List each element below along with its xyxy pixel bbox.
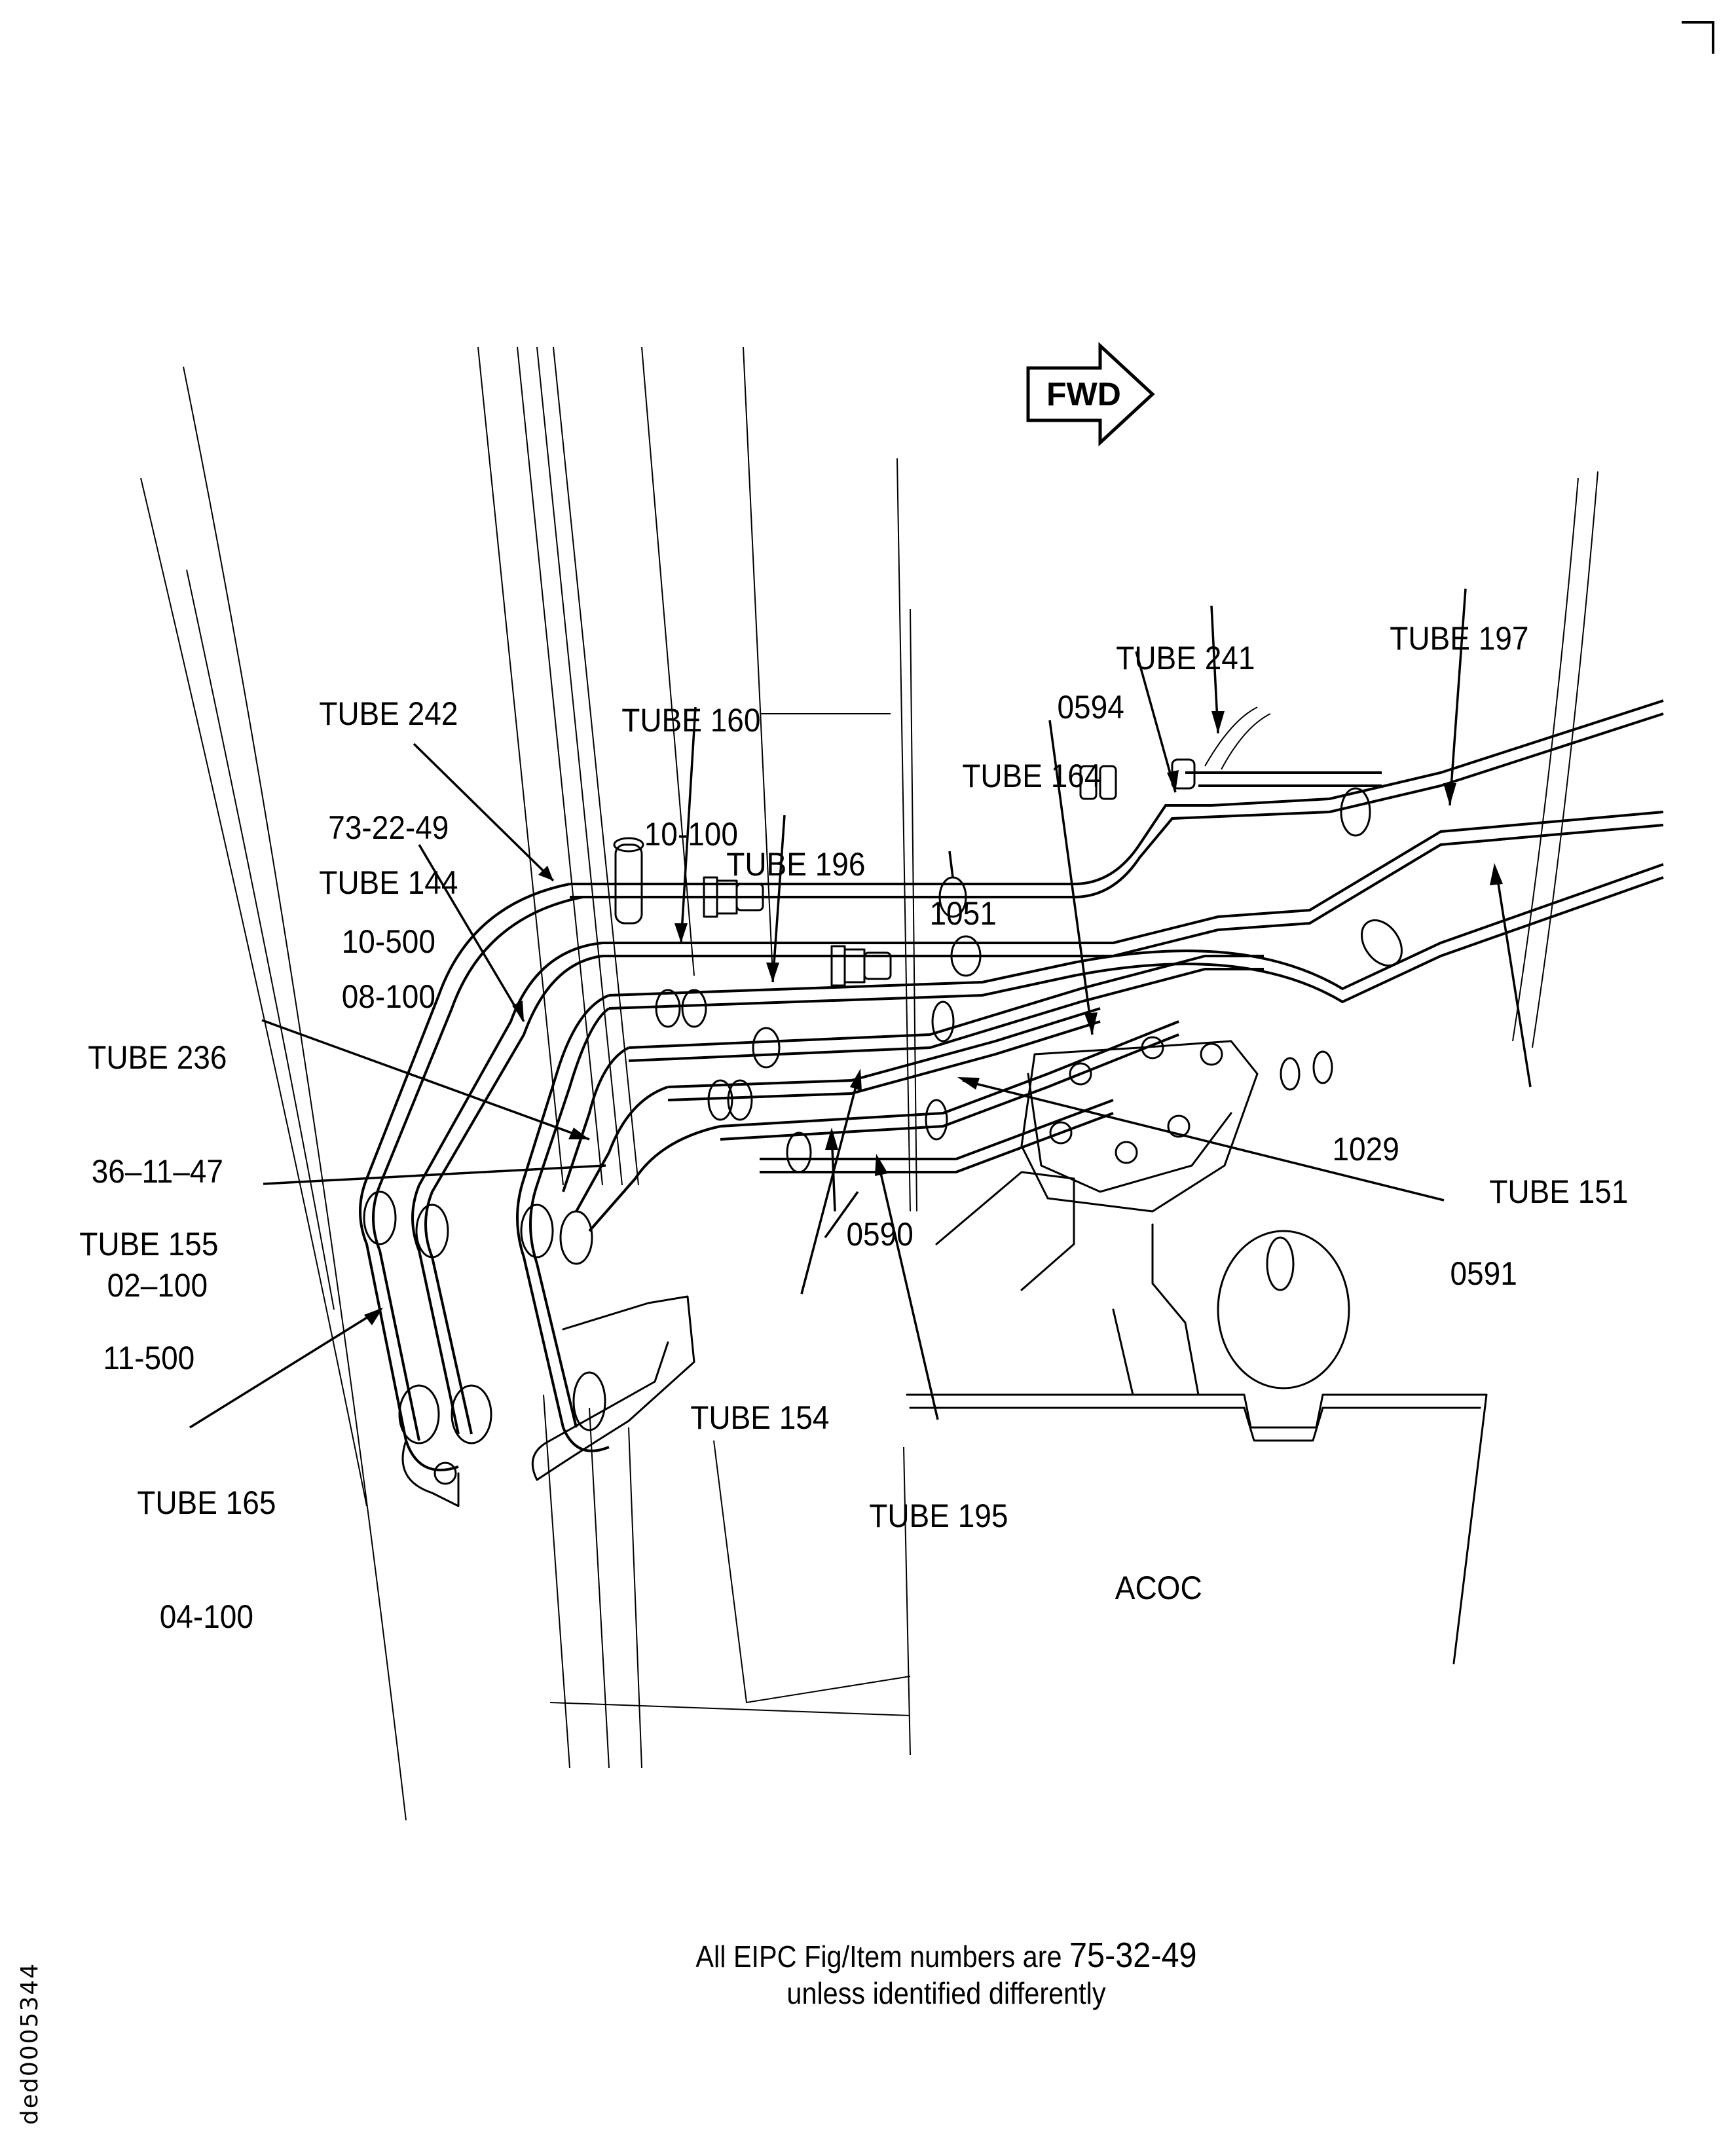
callout-tube-155: TUBE 155 11-500 — [79, 1149, 218, 1415]
callout-item-0594: 0594 — [1057, 612, 1124, 764]
callout-item: 02–100 — [107, 1267, 208, 1304]
callout-tube-236: TUBE 236 36–11–47 02–100 — [88, 963, 227, 1342]
callout-title: TUBE 165 — [137, 1484, 276, 1521]
component-label-acoc: ACOC — [1115, 1493, 1202, 1645]
callout-tube-154: TUBE 154 — [690, 1323, 829, 1475]
callout-title: TUBE 236 — [88, 1039, 227, 1076]
callout-tube-160: TUBE 160 10-100 — [621, 625, 760, 891]
fwd-arrow: FWD — [1026, 342, 1155, 447]
drawing-id-text: ded0005344 — [16, 1962, 43, 2125]
callout-title: 1029 — [1332, 1131, 1399, 1168]
fittings — [613, 758, 1403, 1173]
callout-tube-241: TUBE 241 — [1116, 563, 1255, 715]
callout-item: 08-100 — [341, 978, 435, 1015]
footer-ref: 75-32-49 — [1069, 1936, 1197, 1975]
callout-item-1051: 1051 — [929, 819, 996, 970]
callout-ref: 36–11–47 — [91, 1153, 223, 1190]
callout-item: 04-100 — [159, 1598, 253, 1635]
callout-tube-165: TUBE 165 04-100 — [137, 1408, 276, 1674]
footer-note: All EIPC Fig/Item numbers are 75-32-49 u… — [614, 1937, 1280, 2012]
callout-title: TUBE 154 — [690, 1399, 830, 1436]
callout-tube-196: TUBE 196 — [726, 769, 865, 921]
callout-title: TUBE 196 — [726, 846, 866, 883]
footer-prefix: All EIPC Fig/Item numbers are — [695, 1940, 1062, 1974]
callout-title: TUBE 242 — [319, 695, 458, 732]
callout-tube-144: TUBE 144 08-100 — [319, 788, 458, 1054]
tube-bundle-upper-right — [1185, 707, 1382, 787]
footer-line-2: unless identified differently — [786, 1976, 1106, 2010]
callout-item-0590: 0590 — [846, 1139, 913, 1291]
callout-title: TUBE 164 — [962, 758, 1101, 794]
callout-tube-242: TUBE 242 73-22-49 10-500 — [319, 619, 458, 999]
fwd-label: FWD — [1046, 376, 1121, 413]
callout-item-0591: 0591 — [1450, 1179, 1517, 1331]
callout-item: 10-100 — [644, 816, 738, 853]
tube-bundle-left — [359, 883, 721, 1471]
callout-title: 0590 — [846, 1216, 914, 1253]
callout-ref: 73-22-49 — [328, 809, 449, 846]
callout-title: TUBE 195 — [869, 1498, 1008, 1534]
page-corner-mark — [1682, 21, 1714, 54]
leader-lines — [189, 588, 1532, 1429]
callout-tube-164: TUBE 164 — [962, 681, 1101, 833]
component-name: ACOC — [1115, 1570, 1202, 1606]
callout-item: 11-500 — [103, 1340, 195, 1376]
drawing-id: ded0005344 — [16, 1863, 49, 2125]
tube-bundle-upper — [570, 699, 1664, 1173]
callout-title: TUBE 151 — [1489, 1173, 1629, 1210]
callout-tube-195: TUBE 195 — [869, 1421, 1008, 1573]
callout-tube-197: TUBE 197 — [1390, 543, 1528, 695]
mount-pad — [1020, 1036, 1259, 1213]
callout-title: TUBE 160 — [621, 702, 761, 739]
clamps — [363, 1190, 695, 1507]
callout-item: 10-500 — [341, 923, 435, 960]
callout-title: 0591 — [1450, 1255, 1517, 1292]
callout-title: 1051 — [929, 895, 997, 932]
structure-lines — [140, 346, 1598, 1821]
callout-title: TUBE 241 — [1116, 640, 1255, 676]
callout-title: 0594 — [1057, 689, 1124, 726]
callout-title: TUBE 155 — [79, 1226, 219, 1262]
callout-tube-151: TUBE 151 — [1489, 1097, 1628, 1249]
callout-title: TUBE 144 — [319, 864, 458, 901]
footer-line-1: All EIPC Fig/Item numbers are 75-32-49 — [614, 1937, 1280, 1975]
callout-item-1029: 1029 — [1332, 1054, 1399, 1206]
acoc-housing — [906, 1171, 1488, 1665]
callout-title: TUBE 197 — [1390, 620, 1529, 657]
